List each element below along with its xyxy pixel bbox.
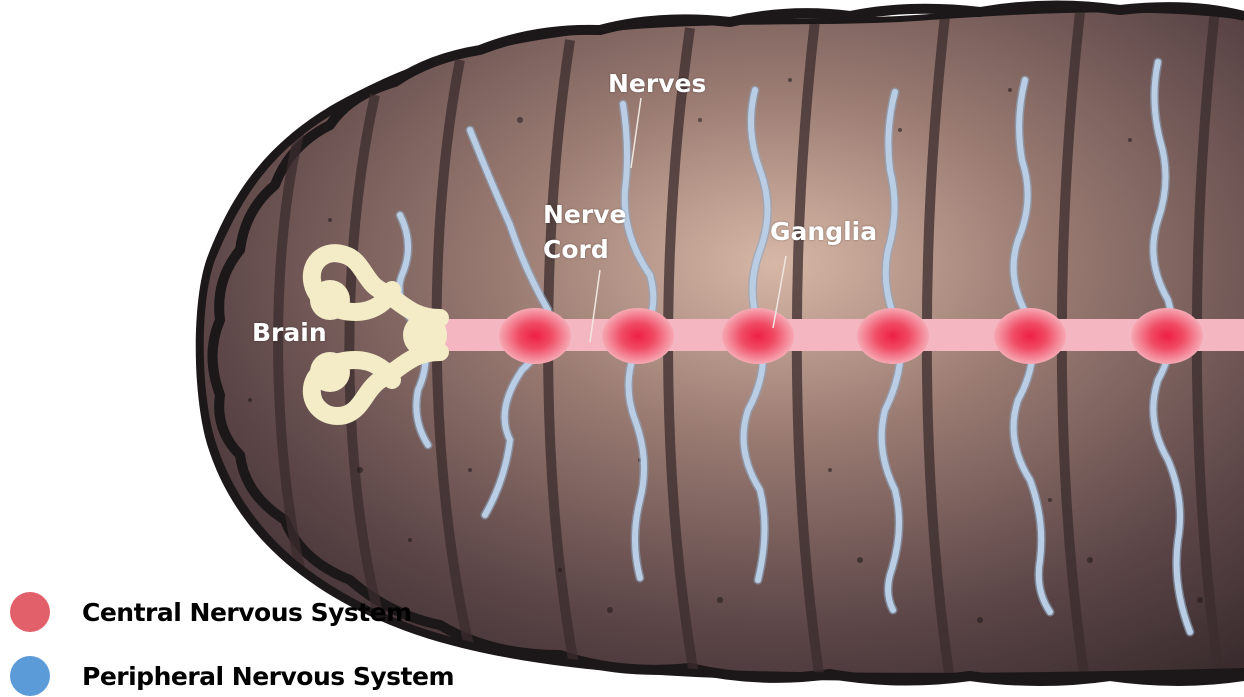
- ganglion: [602, 308, 674, 364]
- ganglion: [857, 308, 929, 364]
- brain-label: Brain: [252, 317, 327, 349]
- nerves-label: Nerves: [608, 68, 706, 100]
- ganglia-label: Ganglia: [770, 216, 877, 248]
- ganglion: [994, 308, 1066, 364]
- legend-item-peripheral: Peripheral Nervous System: [10, 656, 454, 696]
- ganglion: [1131, 308, 1203, 364]
- central-nervous-system-swatch: [10, 592, 50, 632]
- legend-item-central: Central Nervous System: [10, 592, 412, 632]
- nerve-cord-label-line1: Nerve: [543, 199, 626, 231]
- legend-label: Central Nervous System: [82, 598, 412, 627]
- ganglion: [499, 308, 571, 364]
- nerve-cord-label-line2: Cord: [543, 234, 609, 266]
- peripheral-nervous-system-swatch: [10, 656, 50, 696]
- ganglion: [722, 308, 794, 364]
- legend-label: Peripheral Nervous System: [82, 662, 454, 691]
